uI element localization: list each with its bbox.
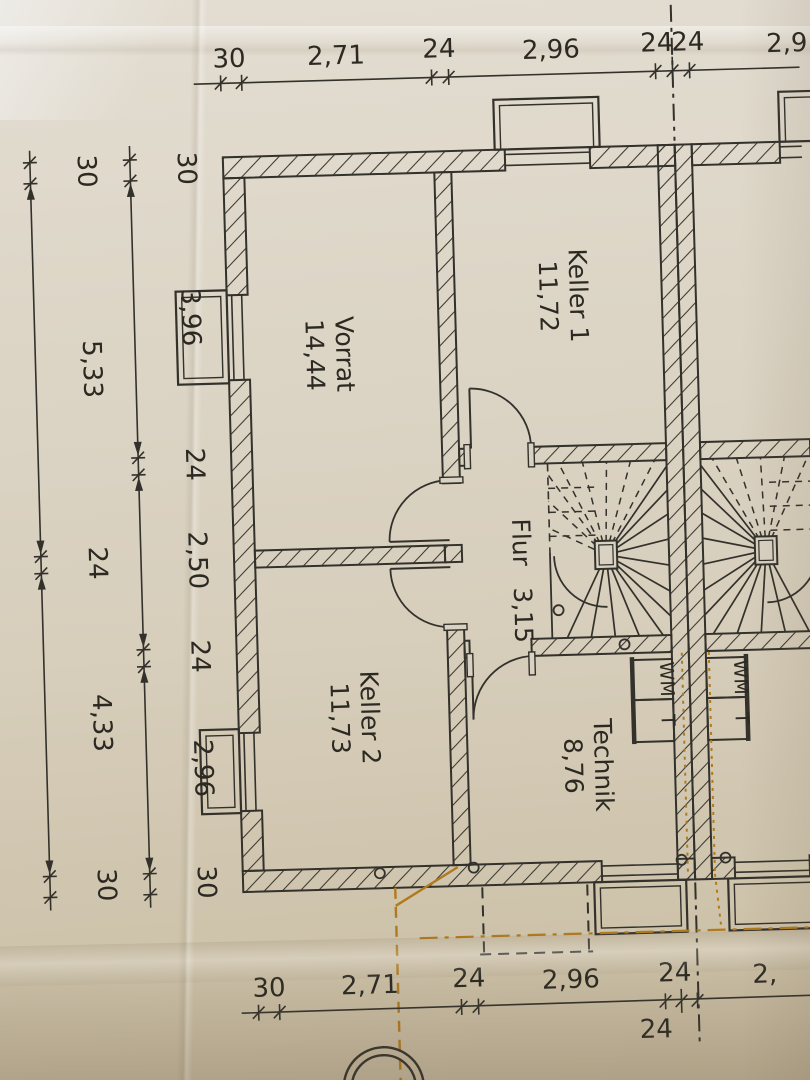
doors bbox=[388, 387, 537, 720]
right-unit-technik-wall bbox=[704, 629, 810, 653]
dim-top-2: 24 bbox=[422, 34, 456, 65]
room-name-keller1: Keller 1 bbox=[562, 248, 594, 343]
exterior-and-interior-walls bbox=[221, 140, 810, 894]
windows-and-light-wells bbox=[174, 89, 810, 936]
dim-left-inner-4: 24 bbox=[184, 639, 215, 673]
dim-left-outer-0: 30 bbox=[71, 154, 102, 188]
dim-left-outer-2: 24 bbox=[82, 546, 113, 580]
vorrat-window bbox=[174, 289, 245, 386]
left-wall bbox=[222, 176, 249, 297]
wm-label-right: WM bbox=[729, 659, 752, 695]
room-name-technik: Technik bbox=[588, 717, 620, 813]
room-area-technik: 8,76 bbox=[558, 738, 589, 794]
bottom-wall bbox=[241, 860, 604, 894]
room-area-keller1: 11,72 bbox=[533, 260, 564, 332]
dim-left-outer-3: 4,33 bbox=[86, 694, 118, 753]
dim-left-inner-3: 2,50 bbox=[181, 531, 213, 590]
stair-left-unit bbox=[546, 460, 672, 639]
vorrat-keller2-wall bbox=[253, 544, 447, 569]
partition-wall-stub bbox=[443, 543, 464, 564]
appliance-boxes bbox=[629, 653, 751, 745]
dashed-annotation-below-plan bbox=[480, 884, 594, 956]
dim-left-inner-6: 30 bbox=[191, 865, 222, 899]
dim-bottom-2: 24 bbox=[452, 963, 486, 994]
dim-left-inner-0: 30 bbox=[171, 151, 202, 185]
partition-wall bbox=[433, 170, 462, 485]
dim-top-0: 30 bbox=[212, 44, 246, 75]
dimension-chain-left-outer bbox=[22, 150, 58, 911]
dim-left-outer-1: 5,33 bbox=[76, 340, 108, 399]
dim-top-5: 24 bbox=[671, 27, 705, 58]
dim-left-inner-1: 3,96 bbox=[174, 288, 206, 347]
dim-left-outer-4: 30 bbox=[91, 868, 122, 902]
dim-bottom-4: 24 bbox=[658, 958, 692, 989]
wm-label-left: WM bbox=[655, 661, 678, 697]
party-wall-right-leaf bbox=[673, 143, 714, 881]
keller1-stair-wall bbox=[528, 442, 668, 465]
dimension-chain-top bbox=[193, 56, 800, 92]
dim-top-3: 2,96 bbox=[522, 34, 581, 66]
floor-drains bbox=[373, 604, 732, 880]
shaft-circle bbox=[342, 1046, 426, 1080]
dim-bottom-1: 2,71 bbox=[341, 970, 400, 1002]
left-wall bbox=[240, 809, 265, 873]
dim-bottom-3: 2,96 bbox=[542, 964, 601, 996]
room-name-vorrat: Vorrat bbox=[329, 316, 360, 393]
dim-bottom-0: 30 bbox=[252, 973, 286, 1004]
dim-left-inner-2: 24 bbox=[179, 447, 210, 481]
t-label-right: T bbox=[730, 711, 752, 725]
dim-top-4: 24 bbox=[640, 28, 674, 59]
drainage-service-lines bbox=[394, 651, 810, 1080]
keller2-door bbox=[389, 566, 468, 632]
room-area-vorrat: 14,44 bbox=[299, 319, 330, 391]
right-unit-stair-wall bbox=[698, 438, 810, 461]
newel-post bbox=[593, 539, 619, 571]
keller1-window bbox=[492, 95, 601, 167]
technik-window bbox=[593, 863, 689, 936]
dim-top-6: 2,9 bbox=[766, 28, 808, 59]
keller2-window bbox=[198, 728, 257, 816]
keller1-door bbox=[463, 387, 536, 470]
dim-top-1: 2,71 bbox=[307, 40, 366, 72]
dim-bottom-6: 2, bbox=[752, 959, 778, 990]
dim-bottom-5: 24 bbox=[639, 1014, 673, 1045]
room-area-flur: 3,15 bbox=[508, 587, 539, 643]
dimension-chain-bottom bbox=[241, 988, 810, 1021]
technik-door bbox=[466, 651, 537, 720]
dimension-chain-left-inner bbox=[122, 145, 158, 908]
right-unit-bottom-window bbox=[727, 859, 810, 932]
dim-left-inner-5: 2,96 bbox=[187, 739, 219, 798]
top-wall-right-unit bbox=[690, 140, 782, 167]
top-wall bbox=[221, 148, 507, 180]
vorrat-door bbox=[388, 476, 464, 543]
stair-technik-wall bbox=[530, 634, 673, 657]
room-name-keller2: Keller 2 bbox=[354, 670, 386, 765]
t-label-left: T bbox=[656, 713, 678, 727]
stair-right-unit bbox=[699, 456, 810, 635]
room-name-flur: Flur bbox=[506, 518, 536, 567]
newel-post bbox=[753, 535, 779, 566]
room-area-keller2: 11,73 bbox=[325, 682, 356, 754]
right-unit-top-window bbox=[777, 89, 810, 159]
